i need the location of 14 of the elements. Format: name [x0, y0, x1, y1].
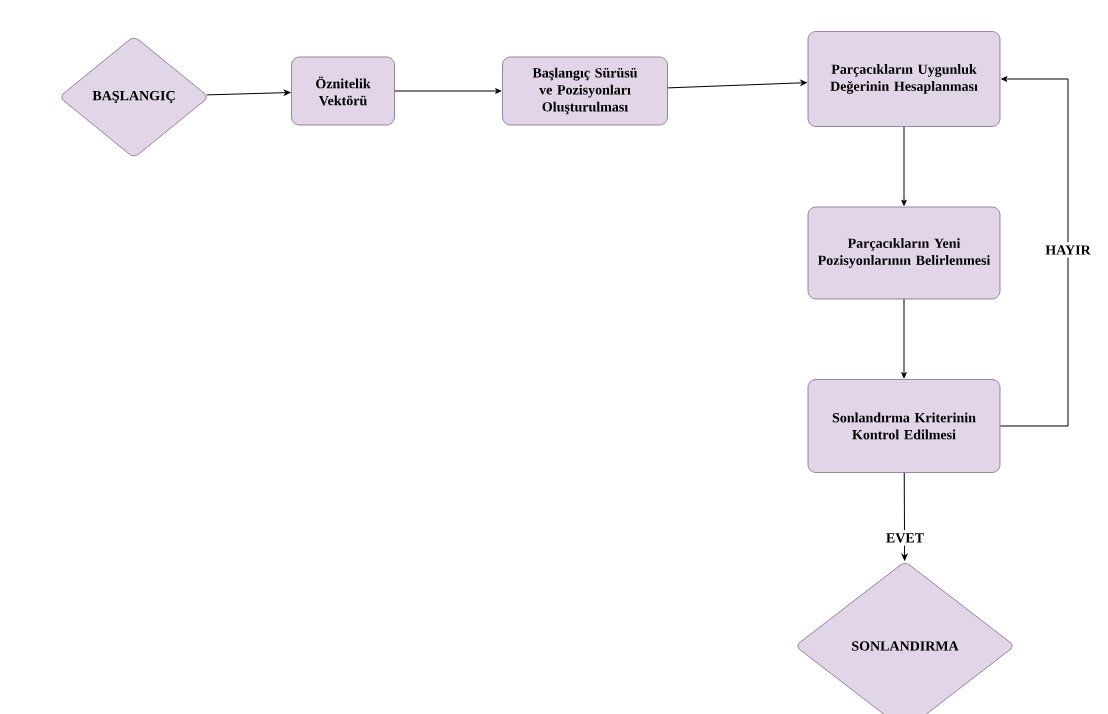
- edge-label: EVET: [882, 530, 928, 546]
- process-box: Başlangıç Sürüsü ve Pozisyonları Oluşturulması: [502, 56, 668, 126]
- process-box: Sonlandırma Kriterinin Kontrol Edilmesi: [807, 379, 1001, 473]
- process-box: Öznitelik Vektörü: [291, 56, 395, 126]
- arrow: [206, 89, 291, 96]
- arrow: [901, 126, 907, 206]
- process-box: Parçacıkların Yeni Pozisyonlarının Belirlenmesi: [807, 206, 1001, 300]
- arrow: [999, 76, 1069, 427]
- arrow: [394, 88, 502, 94]
- process-box: Parçacıkların Uygunluk Değerinin Hesaplanması: [807, 31, 1001, 127]
- edge-label: HAYIR: [1042, 242, 1094, 258]
- arrow: [901, 298, 907, 379]
- arrow: [667, 80, 807, 89]
- arrow: [901, 472, 908, 561]
